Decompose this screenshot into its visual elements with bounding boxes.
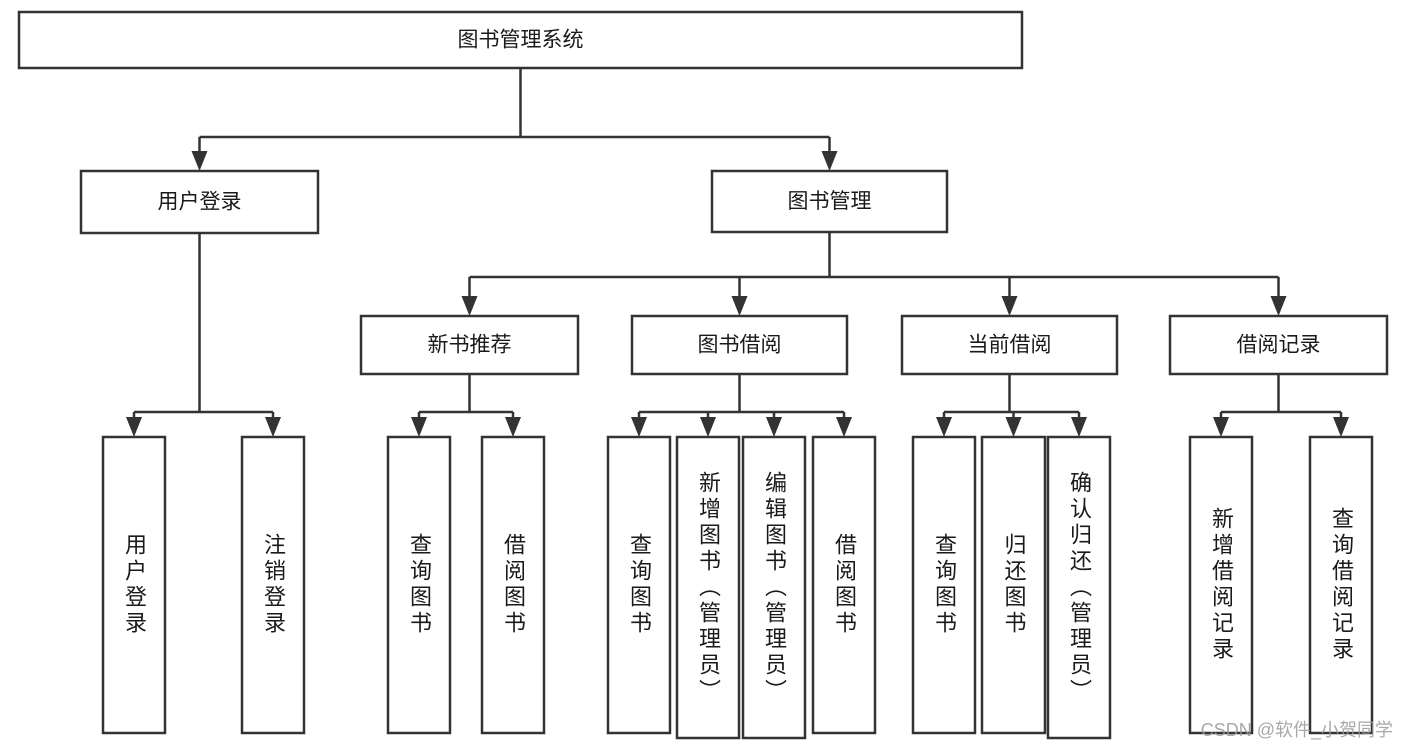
node-leaf-3[interactable] (480, 435, 546, 735)
arrow-head-icon (1001, 296, 1018, 316)
node-level2-1[interactable]: 图书借阅 (630, 314, 849, 376)
node-leaf-4[interactable] (606, 435, 672, 735)
arrow-head-icon (836, 417, 852, 437)
node-label: 借阅记录 (1237, 334, 1321, 357)
arrow-head-icon (265, 417, 281, 437)
node-rect (911, 435, 977, 735)
arrow-head-icon (461, 296, 478, 316)
arrow-head-icon (766, 417, 782, 437)
node-rect (1168, 314, 1389, 376)
node-leaf-10[interactable] (1046, 435, 1112, 740)
node-leaf-12[interactable] (1308, 435, 1374, 735)
arrow-head-icon (821, 151, 838, 171)
connector-layer (126, 68, 1349, 437)
arrow-head-icon (731, 296, 748, 316)
node-level1-0[interactable]: 用户登录 (79, 169, 320, 235)
node-root[interactable]: 图书管理系统 (17, 10, 1024, 70)
node-rect (386, 435, 452, 735)
node-rect (1308, 435, 1374, 735)
node-rect (900, 314, 1119, 376)
node-rect (710, 169, 949, 234)
node-leaf-5[interactable] (675, 435, 741, 740)
arrow-head-icon (505, 417, 521, 437)
node-label: 图书管理 (788, 190, 872, 213)
arrow-head-icon (1071, 417, 1087, 437)
node-leaf-0[interactable] (101, 435, 167, 735)
node-level2-3[interactable]: 借阅记录 (1168, 314, 1389, 376)
node-rect (675, 435, 741, 740)
watermark: CSDN @软件_小贺同学 (1200, 720, 1393, 740)
node-leaf-7[interactable] (811, 435, 877, 735)
node-label: 当前借阅 (968, 334, 1052, 357)
node-leaf-2[interactable] (386, 435, 452, 735)
node-leaf-6[interactable] (741, 435, 807, 740)
arrow-head-icon (1005, 417, 1022, 437)
arrow-head-icon (631, 417, 647, 437)
arrow-head-icon (1270, 296, 1287, 316)
node-label: 新书推荐 (428, 334, 512, 357)
node-rect (17, 10, 1024, 70)
node-leaf-8[interactable] (911, 435, 977, 735)
node-level2-2[interactable]: 当前借阅 (900, 314, 1119, 376)
arrow-head-icon (126, 417, 142, 437)
node-leaf-9[interactable] (980, 435, 1047, 735)
node-rect (480, 435, 546, 735)
node-rect (811, 435, 877, 735)
node-rect (606, 435, 672, 735)
node-level1-1[interactable]: 图书管理 (710, 169, 949, 234)
node-rect (101, 435, 167, 735)
arrow-head-icon (936, 417, 952, 437)
node-leaf-11[interactable] (1188, 435, 1254, 735)
node-rect (79, 169, 320, 235)
node-label: 用户登录 (158, 191, 242, 214)
node-rect (1188, 435, 1254, 735)
node-label: 图书管理系统 (458, 29, 584, 52)
node-rect (741, 435, 807, 740)
node-level2-0[interactable]: 新书推荐 (359, 314, 580, 376)
node-leaf-1[interactable] (240, 435, 306, 735)
node-rect (240, 435, 306, 735)
arrow-head-icon (1213, 417, 1229, 437)
node-rect (980, 435, 1047, 735)
node-rect (630, 314, 849, 376)
node-rect (1046, 435, 1112, 740)
arrow-head-icon (1333, 417, 1349, 437)
node-label: 图书借阅 (698, 334, 782, 357)
arrow-head-icon (191, 151, 208, 171)
node-rect (359, 314, 580, 376)
arrow-head-icon (411, 417, 427, 437)
arrow-head-icon (700, 417, 716, 437)
